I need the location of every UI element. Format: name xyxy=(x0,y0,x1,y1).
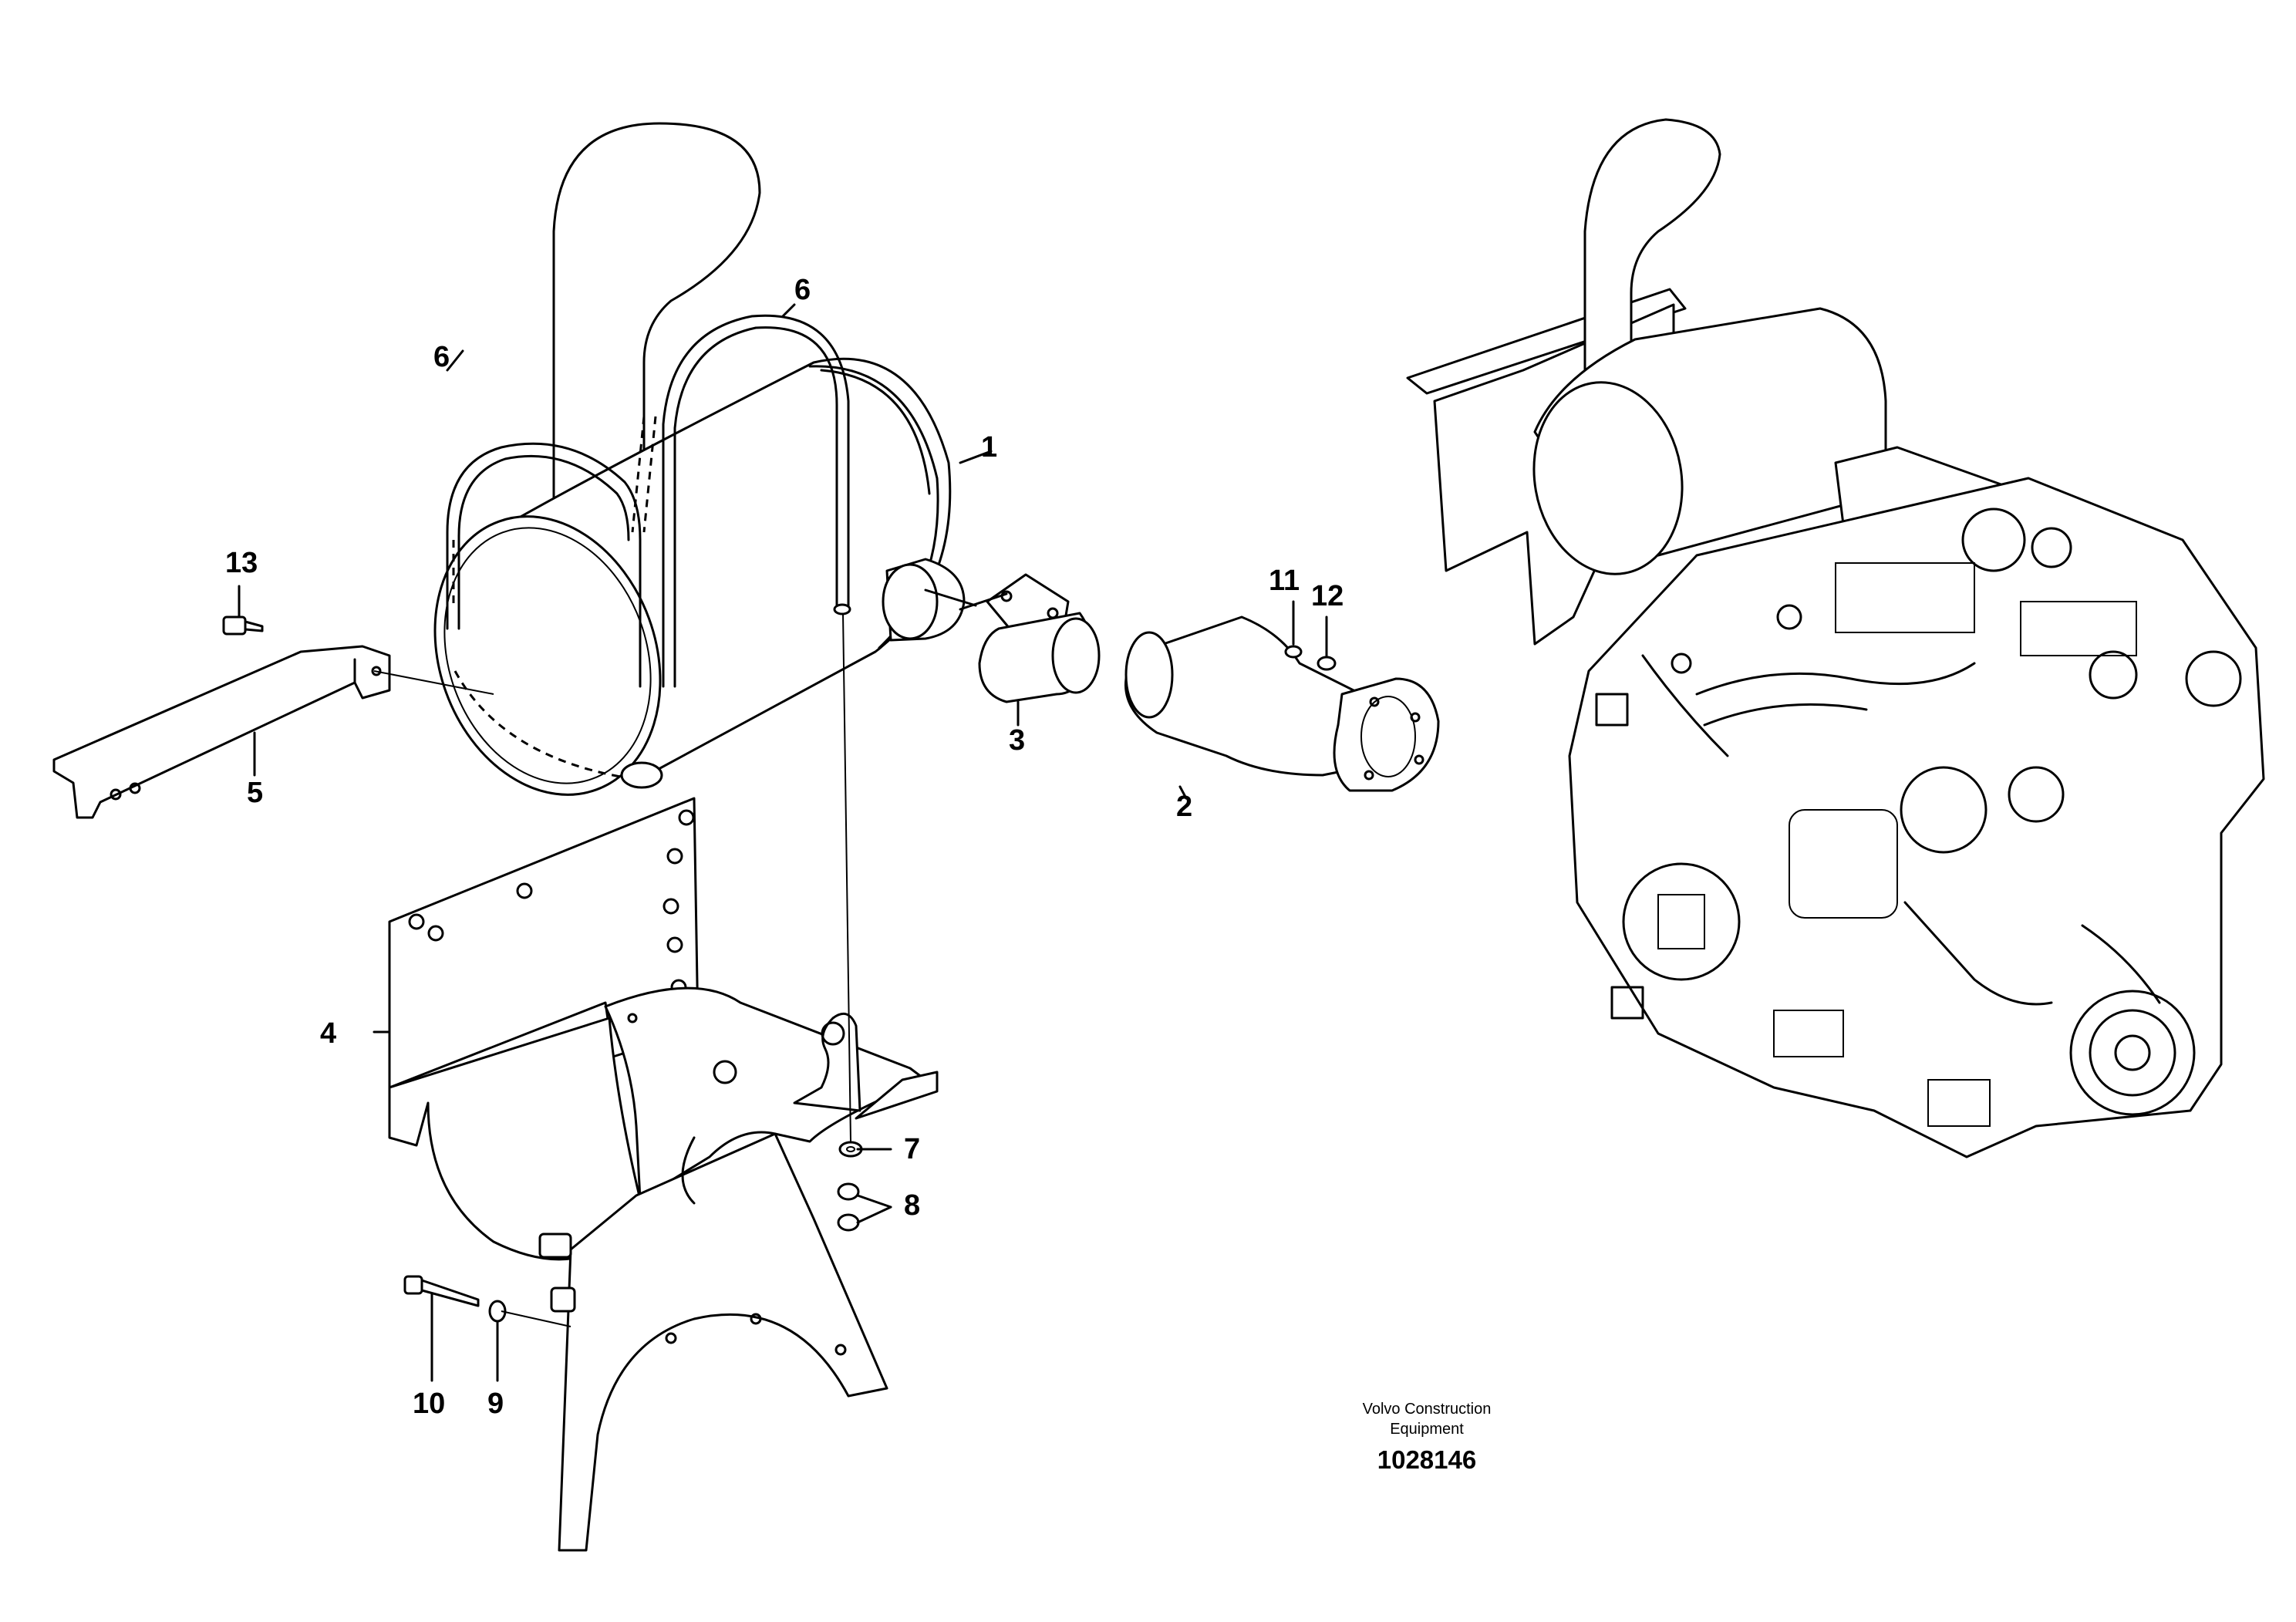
callout-12: 12 xyxy=(1311,580,1344,612)
support-bracket xyxy=(52,645,391,819)
silencer-body xyxy=(433,357,977,796)
callout-7: 7 xyxy=(904,1133,920,1165)
rubber-mount xyxy=(538,1233,576,1313)
callout-10: 10 xyxy=(413,1388,445,1420)
engine-assembly-illustration xyxy=(1406,118,2265,1158)
callout-5: 5 xyxy=(247,777,263,809)
nuts-8 xyxy=(837,1182,860,1232)
callout-labels: 1 2 3 4 5 6 6 7 8 9 10 11 12 13 xyxy=(225,274,1344,1420)
callout-8: 8 xyxy=(904,1189,920,1222)
bolt-13 xyxy=(222,615,264,636)
nut-12 xyxy=(1317,656,1337,671)
bolt-10 xyxy=(403,1275,480,1307)
caption-drawing-number: 1028146 xyxy=(1377,1445,1477,1474)
callout-6-right: 6 xyxy=(794,274,811,306)
callout-9: 9 xyxy=(487,1388,504,1420)
callout-3: 3 xyxy=(1009,724,1025,757)
clamp xyxy=(959,573,1101,703)
callout-11: 11 xyxy=(1269,565,1300,597)
callout-1: 1 xyxy=(981,431,997,464)
callout-4: 4 xyxy=(320,1017,336,1050)
callout-13: 13 xyxy=(225,547,258,579)
caption-company-line2: Equipment xyxy=(1390,1421,1464,1438)
callout-6-left: 6 xyxy=(433,341,450,373)
callout-2: 2 xyxy=(1176,791,1192,823)
caption-company-line1: Volvo Construction xyxy=(1362,1401,1492,1418)
mounting-strap-right xyxy=(631,314,851,688)
washer-11 xyxy=(1284,645,1303,659)
leader-lines xyxy=(238,303,1328,1382)
tail-pipe xyxy=(1124,615,1440,792)
silencer-housing xyxy=(388,797,939,1552)
